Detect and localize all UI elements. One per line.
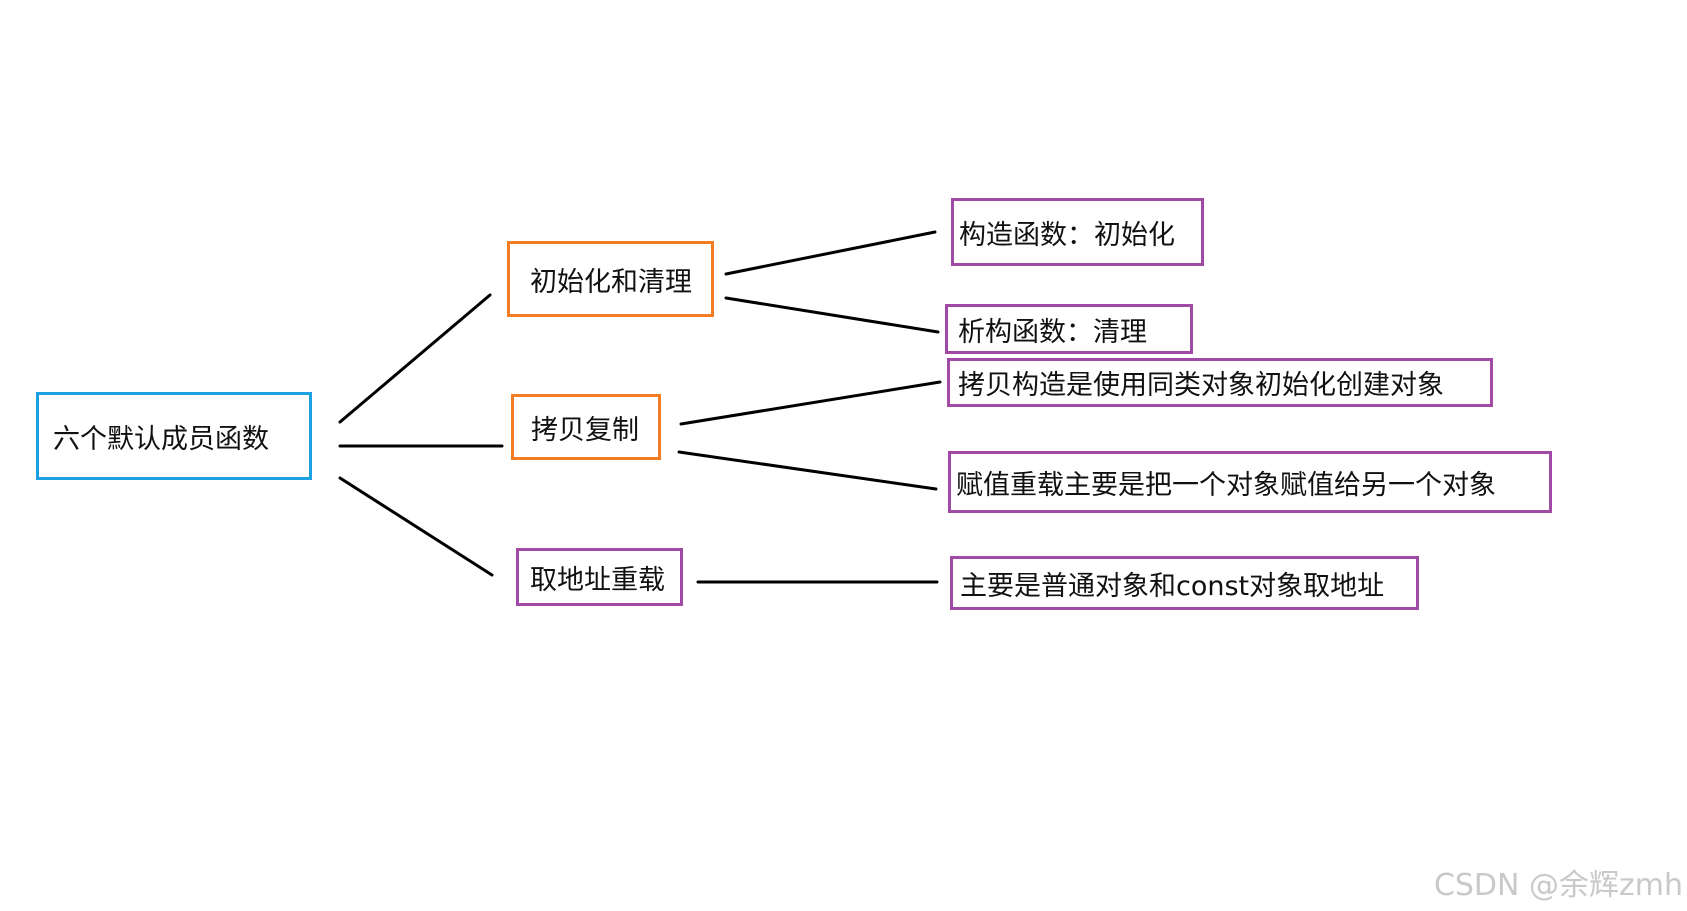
- leaf-constructor: 构造函数：初始化: [951, 198, 1204, 266]
- branch-copy: 拷贝复制: [511, 394, 661, 460]
- root-node-label: 六个默认成员函数: [53, 423, 269, 455]
- branch-copy-label: 拷贝复制: [531, 414, 639, 446]
- watermark: CSDN @余辉zmh: [1433, 868, 1683, 903]
- leaf-copy-constructor: 拷贝构造是使用同类对象初始化创建对象: [947, 358, 1493, 407]
- connector-root-to-address: [338, 476, 494, 577]
- connector-copy-to-copy-constructor: [679, 380, 942, 426]
- connector-init-to-constructor: [724, 230, 937, 276]
- leaf-assignment-overload-label: 赋值重载主要是把一个对象赋值给另一个对象: [956, 469, 1496, 501]
- leaf-address-of: 主要是普通对象和const对象取地址: [950, 556, 1419, 610]
- root-node: 六个默认成员函数: [36, 392, 312, 480]
- connector-root-to-init-cleanup: [338, 293, 492, 424]
- leaf-destructor: 析构函数：清理: [945, 304, 1193, 354]
- branch-address-overload: 取地址重载: [516, 548, 683, 606]
- leaf-address-of-label: 主要是普通对象和const对象取地址: [960, 570, 1385, 602]
- branch-address-overload-label: 取地址重载: [530, 564, 665, 596]
- leaf-assignment-overload: 赋值重载主要是把一个对象赋值给另一个对象: [948, 451, 1552, 513]
- branch-init-cleanup: 初始化和清理: [507, 241, 714, 317]
- leaf-copy-constructor-label: 拷贝构造是使用同类对象初始化创建对象: [958, 370, 1444, 401]
- branch-init-cleanup-label: 初始化和清理: [530, 266, 692, 298]
- leaf-constructor-label: 构造函数：初始化: [959, 219, 1175, 251]
- connector-init-to-destructor: [724, 296, 940, 334]
- connector-copy-to-assignment: [677, 450, 938, 491]
- leaf-destructor-label: 析构函数：清理: [958, 316, 1147, 348]
